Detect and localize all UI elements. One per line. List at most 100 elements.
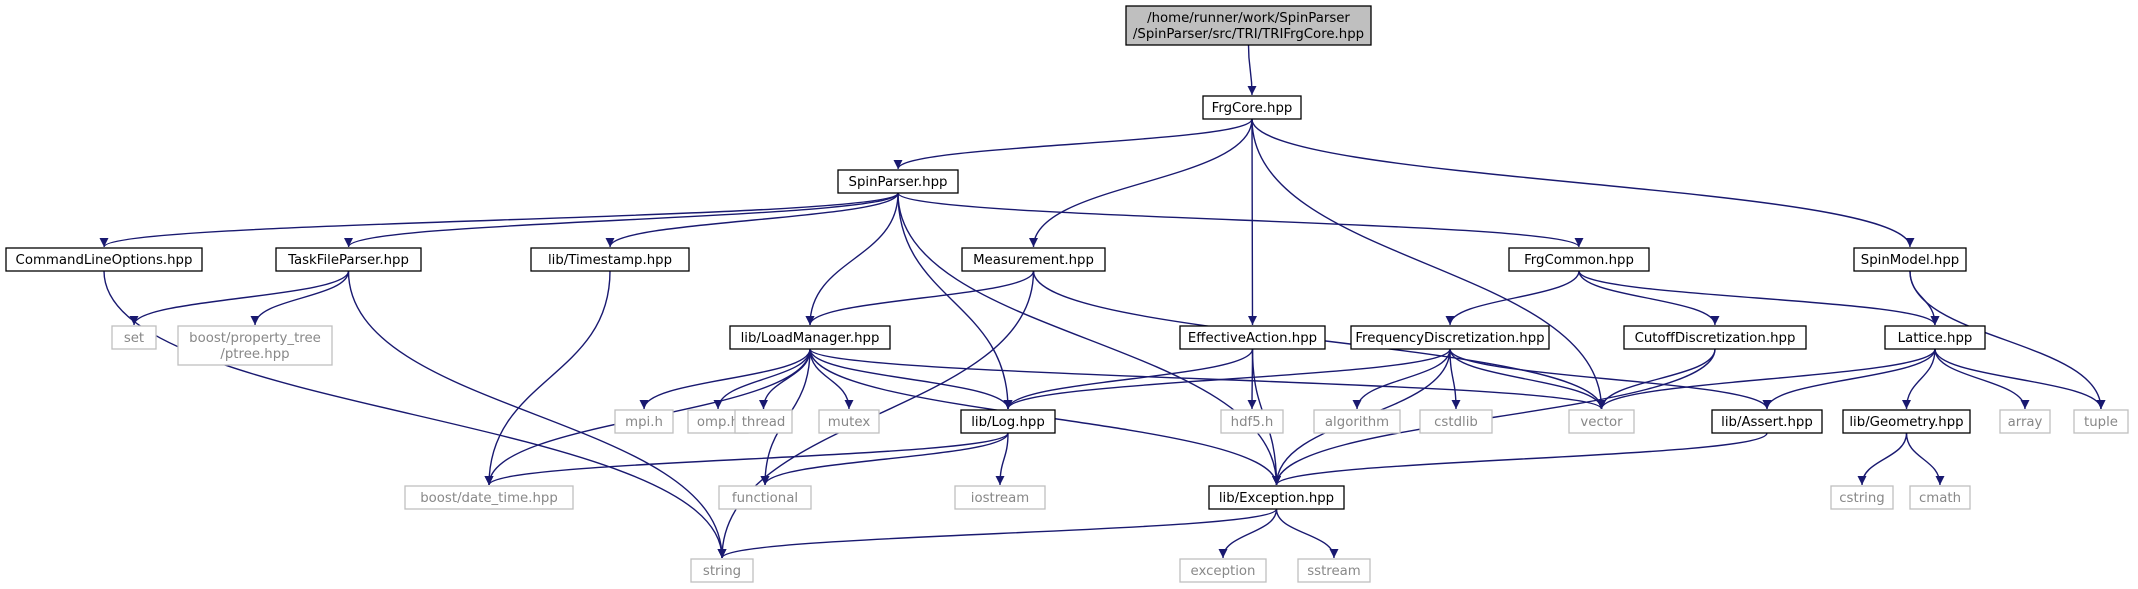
node-cmdline-box bbox=[5, 247, 203, 272]
node-effectiveaction-box bbox=[1179, 325, 1326, 350]
edge-spinparser-to-loadmanager bbox=[805, 192, 899, 326]
node-cstdlib: cstdlib bbox=[1419, 409, 1493, 434]
node-sstream-label-0: sstream bbox=[1307, 564, 1361, 579]
node-loadmanager[interactable]: lib/LoadManager.hpp bbox=[729, 325, 891, 350]
node-datetime: boost/date_time.hpp bbox=[404, 485, 574, 510]
node-log-label-0: lib/Log.hpp bbox=[971, 415, 1045, 430]
node-lattice[interactable]: Lattice.hpp bbox=[1884, 325, 1986, 350]
node-datetime-label-0: boost/date_time.hpp bbox=[420, 491, 558, 506]
node-geometry[interactable]: lib/Geometry.hpp bbox=[1842, 409, 1971, 434]
node-timestamp-label-0: lib/Timestamp.hpp bbox=[548, 253, 672, 268]
node-measurement-label-0: Measurement.hpp bbox=[973, 253, 1094, 268]
node-assert[interactable]: lib/Assert.hpp bbox=[1711, 409, 1823, 434]
node-hdf5-label-0: hdf5.h bbox=[1231, 415, 1274, 430]
node-exception-box bbox=[1208, 485, 1345, 510]
node-log[interactable]: lib/Log.hpp bbox=[960, 409, 1056, 434]
node-string-box bbox=[690, 558, 754, 583]
node-cmdline-label-0: CommandLineOptions.hpp bbox=[16, 253, 193, 268]
edge-timestamp-to-datetime bbox=[484, 270, 611, 486]
node-functional: functional bbox=[718, 485, 812, 510]
edge-layer bbox=[99, 44, 2106, 559]
edge-lattice-to-vector bbox=[1597, 348, 1936, 410]
node-freqdisc-box bbox=[1350, 325, 1550, 350]
node-freqdisc-label-0: FrequencyDiscretization.hpp bbox=[1355, 331, 1544, 346]
node-exception-label-0: lib/Exception.hpp bbox=[1219, 491, 1334, 506]
node-spinparser[interactable]: SpinParser.hpp bbox=[837, 169, 959, 194]
node-loadmanager-box bbox=[729, 325, 891, 350]
node-frgcore-box bbox=[1202, 95, 1302, 120]
node-measurement[interactable]: Measurement.hpp bbox=[961, 247, 1106, 272]
node-vector-label-0: vector bbox=[1580, 415, 1623, 430]
node-cmdline[interactable]: CommandLineOptions.hpp bbox=[5, 247, 203, 272]
node-frgcommon[interactable]: FrgCommon.hpp bbox=[1508, 247, 1650, 272]
edge-freqdisc-to-cstdlib bbox=[1449, 348, 1461, 410]
node-sstream: sstream bbox=[1297, 558, 1371, 583]
node-tuple: tuple bbox=[2073, 409, 2129, 434]
node-freqdisc[interactable]: FrequencyDiscretization.hpp bbox=[1350, 325, 1550, 350]
node-cstring: cstring bbox=[1830, 485, 1894, 510]
edge-geometry-to-cmath bbox=[1905, 432, 1945, 486]
node-cutoffdisc-label-0: CutoffDiscretization.hpp bbox=[1635, 331, 1796, 346]
edge-lattice-to-tuple bbox=[1934, 348, 2106, 410]
node-set: set bbox=[111, 325, 157, 350]
edge-root-to-frgcore bbox=[1247, 44, 1257, 96]
node-tuple-label-0: tuple bbox=[2084, 415, 2118, 430]
edge-loadmanager-to-mpi bbox=[639, 348, 811, 410]
edge-taskfile-to-ptree bbox=[250, 270, 350, 326]
node-cmath: cmath bbox=[1909, 485, 1971, 510]
edge-freqdisc-to-log bbox=[1003, 348, 1451, 410]
node-spinparser-label-0: SpinParser.hpp bbox=[849, 175, 948, 190]
node-cstring-box bbox=[1830, 485, 1894, 510]
edge-lattice-to-geometry bbox=[1902, 348, 1936, 410]
edge-frgcore-to-vector bbox=[1251, 118, 1606, 410]
node-thread-box bbox=[734, 409, 793, 434]
node-string: string bbox=[690, 558, 754, 583]
node-mutex-box bbox=[818, 409, 880, 434]
node-algorithm: algorithm bbox=[1313, 409, 1401, 434]
node-cstdlib-box bbox=[1419, 409, 1493, 434]
node-vector: vector bbox=[1568, 409, 1635, 434]
node-iostream: iostream bbox=[954, 485, 1046, 510]
edge-spinparser-to-timestamp bbox=[605, 192, 899, 248]
node-algorithm-box bbox=[1313, 409, 1401, 434]
edge-exception-to-exceptionstd bbox=[1218, 508, 1278, 559]
node-functional-box bbox=[718, 485, 812, 510]
node-frgcore-label-0: FrgCore.hpp bbox=[1212, 101, 1293, 116]
node-timestamp[interactable]: lib/Timestamp.hpp bbox=[530, 247, 690, 272]
node-ptree: boost/property_tree/ptree.hpp bbox=[177, 325, 333, 366]
node-mpi-label-0: mpi.h bbox=[625, 415, 663, 430]
edge-frgcommon-to-freqdisc bbox=[1445, 270, 1580, 326]
edge-frgcommon-to-lattice bbox=[1578, 270, 1940, 326]
edge-assert-to-exception bbox=[1272, 432, 1768, 486]
edge-loadmanager-to-log bbox=[809, 348, 1013, 410]
edge-lattice-to-assert bbox=[1762, 348, 1936, 410]
edge-effectiveaction-to-log bbox=[1003, 348, 1254, 410]
edge-exception-to-sstream bbox=[1275, 508, 1339, 559]
node-log-box bbox=[960, 409, 1056, 434]
edge-loadmanager-to-omp bbox=[713, 348, 811, 410]
edge-geometry-to-cstring bbox=[1857, 432, 1908, 486]
node-frgcommon-box bbox=[1508, 247, 1650, 272]
node-iostream-box bbox=[954, 485, 1046, 510]
node-assert-label-0: lib/Assert.hpp bbox=[1721, 415, 1813, 430]
node-cutoffdisc[interactable]: CutoffDiscretization.hpp bbox=[1623, 325, 1807, 350]
edge-log-to-iostream bbox=[995, 432, 1009, 486]
node-array-label-0: array bbox=[2008, 415, 2043, 430]
node-frgcore[interactable]: FrgCore.hpp bbox=[1202, 95, 1302, 120]
node-exception[interactable]: lib/Exception.hpp bbox=[1208, 485, 1345, 510]
edge-spinparser-to-cmdline bbox=[99, 192, 899, 248]
node-root[interactable]: /home/runner/work/SpinParser/SpinParser/… bbox=[1125, 5, 1372, 46]
node-spinmodel[interactable]: SpinModel.hpp bbox=[1853, 247, 1967, 272]
edge-spinparser-to-log bbox=[897, 192, 1013, 410]
node-effectiveaction-label-0: EffectiveAction.hpp bbox=[1188, 331, 1317, 346]
node-vector-box bbox=[1568, 409, 1635, 434]
node-mutex: mutex bbox=[818, 409, 880, 434]
node-array-box bbox=[1999, 409, 2051, 434]
node-cmath-box bbox=[1909, 485, 1971, 510]
edge-cutoffdisc-to-exception bbox=[1272, 348, 1716, 486]
edge-frgcommon-to-cutoffdisc bbox=[1578, 270, 1720, 326]
node-taskfile[interactable]: TaskFileParser.hpp bbox=[275, 247, 422, 272]
edge-spinmodel-to-tuple bbox=[1909, 270, 2106, 410]
node-mpi: mpi.h bbox=[614, 409, 674, 434]
node-effectiveaction[interactable]: EffectiveAction.hpp bbox=[1179, 325, 1326, 350]
